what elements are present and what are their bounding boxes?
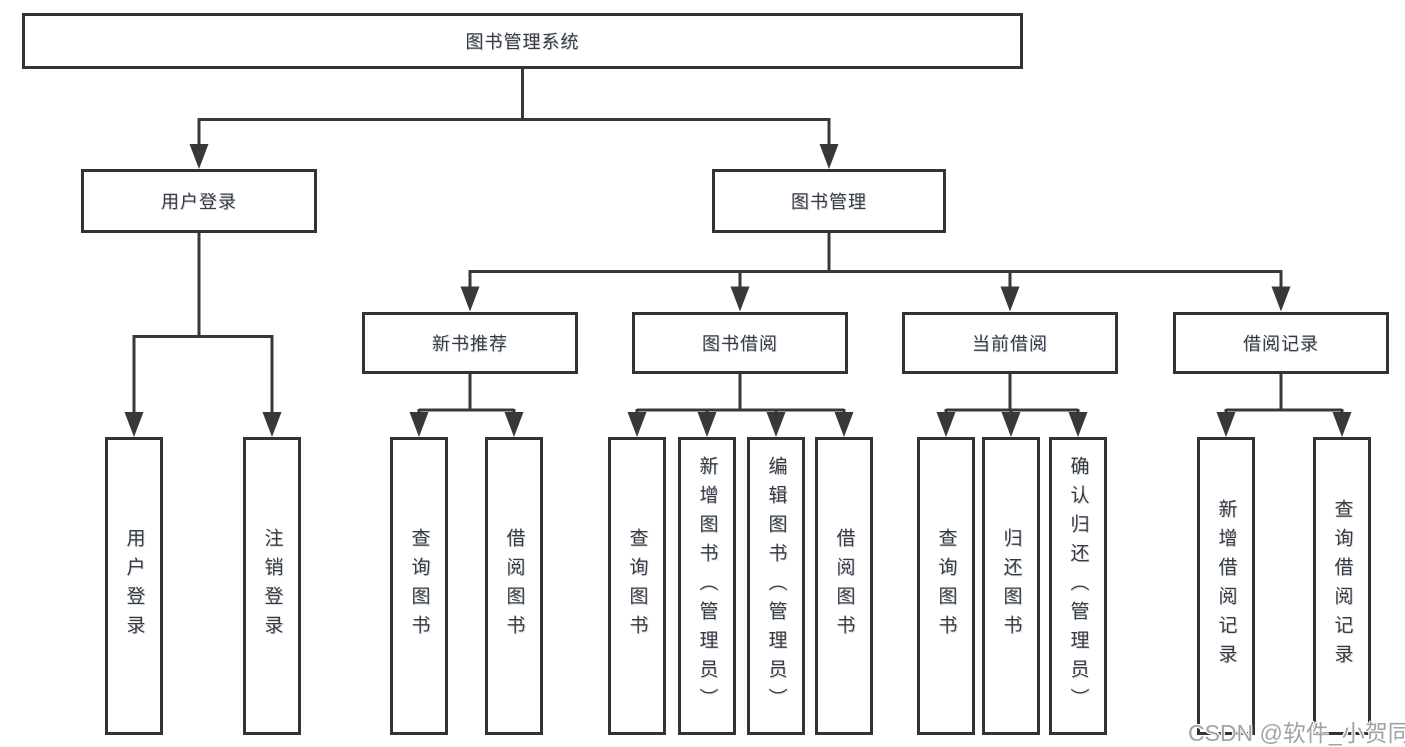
leaf-recommend-borrow-books: 借阅图书 xyxy=(485,437,543,735)
leaf-user-login-label: 用户登录 xyxy=(123,528,145,644)
node-book-management-label: 图书管理 xyxy=(791,192,867,212)
leaf-edit-book-admin: 编辑图书（管理员） xyxy=(747,437,805,735)
leaf-query-borrow-record: 查询借阅记录 xyxy=(1313,437,1371,735)
leaf-return-books-label: 归还图书 xyxy=(1000,528,1022,644)
connector-book-management-children xyxy=(468,233,1283,289)
leaf-confirm-return-admin: 确认归还（管理员） xyxy=(1049,437,1107,735)
connector-new-book-recommend-children xyxy=(417,374,516,414)
node-root-label: 图书管理系统 xyxy=(465,32,580,52)
leaf-return-books: 归还图书 xyxy=(982,437,1040,735)
leaf-add-book-admin-label: 新增图书（管理员） xyxy=(696,455,718,717)
leaf-borrow-borrow-books: 借阅图书 xyxy=(815,437,873,735)
node-root: 图书管理系统 xyxy=(22,13,1023,69)
leaf-add-borrow-record-label: 新增借阅记录 xyxy=(1215,499,1237,673)
node-current-borrow-label: 当前借阅 xyxy=(972,334,1048,354)
node-book-management: 图书管理 xyxy=(712,169,946,233)
leaf-logout: 注销登录 xyxy=(243,437,301,735)
csdn-watermark: CSDN @软件_小贺同学 xyxy=(1188,720,1405,746)
connector-book-borrow-children xyxy=(635,374,846,414)
leaf-borrow-query-books-label: 查询图书 xyxy=(626,528,648,644)
connector-current-borrow-children xyxy=(944,374,1080,414)
node-borrow-records: 借阅记录 xyxy=(1173,312,1389,374)
node-current-borrow: 当前借阅 xyxy=(902,312,1118,374)
connector-user-login-children xyxy=(132,233,274,414)
leaf-recommend-query-books: 查询图书 xyxy=(390,437,448,735)
node-borrow-records-label: 借阅记录 xyxy=(1243,334,1319,354)
node-book-borrow: 图书借阅 xyxy=(632,312,848,374)
node-new-book-recommend: 新书推荐 xyxy=(362,312,578,374)
leaf-add-book-admin: 新增图书（管理员） xyxy=(678,437,736,735)
leaf-borrow-query-books: 查询图书 xyxy=(608,437,666,735)
leaf-recommend-query-books-label: 查询图书 xyxy=(408,528,430,644)
leaf-edit-book-admin-label: 编辑图书（管理员） xyxy=(765,455,787,717)
connector-root-to-level1 xyxy=(197,69,831,147)
leaf-current-query-books-label: 查询图书 xyxy=(935,528,957,644)
leaf-logout-label: 注销登录 xyxy=(261,528,283,644)
leaf-recommend-borrow-books-label: 借阅图书 xyxy=(503,528,525,644)
connector-borrow-records-children xyxy=(1224,374,1344,414)
leaf-current-query-books: 查询图书 xyxy=(917,437,975,735)
leaf-query-borrow-record-label: 查询借阅记录 xyxy=(1331,499,1353,673)
leaf-user-login: 用户登录 xyxy=(105,437,163,735)
node-new-book-recommend-label: 新书推荐 xyxy=(432,334,508,354)
leaf-add-borrow-record: 新增借阅记录 xyxy=(1197,437,1255,735)
node-user-login-label: 用户登录 xyxy=(161,192,237,212)
leaf-borrow-borrow-books-label: 借阅图书 xyxy=(833,528,855,644)
leaf-confirm-return-admin-label: 确认归还（管理员） xyxy=(1067,455,1089,717)
node-book-borrow-label: 图书借阅 xyxy=(702,334,778,354)
node-user-login: 用户登录 xyxy=(81,169,317,233)
